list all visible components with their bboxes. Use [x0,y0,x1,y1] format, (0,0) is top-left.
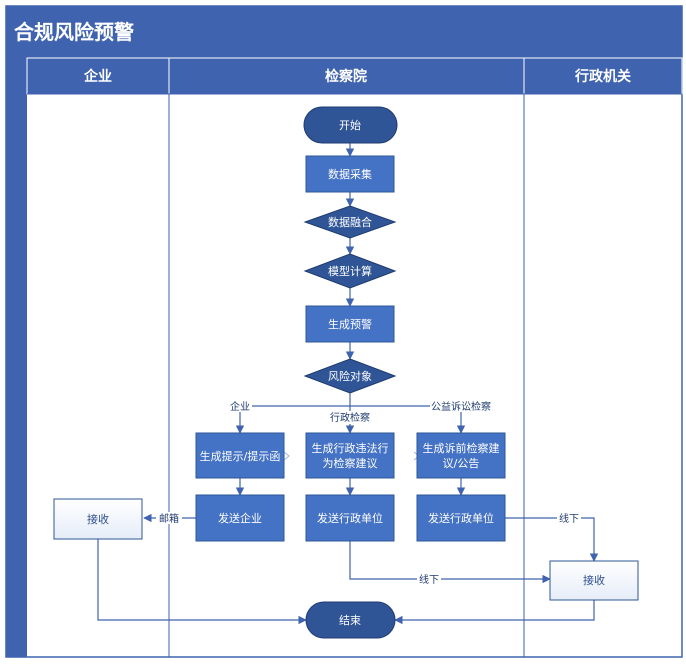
node-target [303,358,397,394]
node-public-suggestion [416,432,506,479]
edge-label-enterprise: 企业 [230,400,250,413]
edge-label-admin-check: 行政检察 [330,411,370,424]
edge-receive-ent-end [97,539,307,625]
node-collect [305,155,395,193]
edge-label-bg-mailbox [156,512,182,524]
node-warn-label: 生成预警 [328,317,372,331]
node-receive-enterprise [53,498,143,540]
node-model [303,253,397,289]
edge-label-offline-2: 线下 [419,573,439,586]
node-start [303,106,398,144]
edge-receive-admin-end [394,600,595,625]
edge-label-bg-public [430,400,492,412]
node-public-suggestion-line1: 生成诉前检察建 [423,441,500,455]
node-fuse [303,205,397,239]
edge-offline-1 [505,517,599,562]
node-public-suggestion-line2: 议/公告 [443,457,480,470]
edge-label-mailbox: 邮箱 [159,512,179,525]
node-send-admin-1 [305,494,395,542]
edge-label-bg-offline-2 [417,573,441,585]
node-receive-enterprise-label: 接收 [87,512,109,526]
node-send-admin-2-label: 发送行政单位 [428,511,494,525]
edge-offline-2 [349,541,551,584]
edge-label-bg-admin [326,411,374,424]
edge-label-bg-offline-1 [557,512,581,524]
node-target-label: 风险对象 [328,369,372,383]
side-mark-1 [283,451,290,461]
node-send-admin-2 [416,494,506,542]
edge-label-bg-enterprise [228,400,252,412]
lane-header-enterprise [26,57,170,95]
left-strip [6,58,27,657]
node-start-label: 开始 [339,118,361,132]
edge-label-offline-1: 线下 [559,512,579,525]
lane-label-admin: 行政机关 [574,68,631,85]
node-receive-admin-label: 接收 [583,573,605,587]
node-end [305,601,396,639]
node-send-admin-1-label: 发送行政单位 [317,511,383,525]
node-fuse-label: 数据融合 [328,215,372,229]
node-send-enterprise-label: 发送企业 [218,511,262,525]
node-receive-admin [549,560,639,601]
node-admin-suggestion [305,432,395,479]
node-tip [195,432,285,479]
node-model-label: 模型计算 [328,264,372,278]
node-tip-label: 生成提示/提示函 [200,449,281,463]
lane-label-enterprise: 企业 [83,68,112,85]
diagram-title: 合规风险预警 [14,20,134,44]
edges [97,143,599,625]
node-warn [305,305,395,343]
node-admin-suggestion-line2: 为检察建议 [323,456,378,470]
node-end-label: 结束 [339,614,361,627]
node-admin-suggestion-line1: 生成行政违法行 [312,441,389,455]
edge-label-public-check: 公益诉讼检察 [431,400,491,413]
title-bar [6,6,682,58]
node-send-enterprise [195,494,285,542]
lane-label-procuratorate: 检察院 [325,68,367,85]
lane-header-procuratorate [168,57,525,95]
node-collect-label: 数据采集 [328,167,372,181]
